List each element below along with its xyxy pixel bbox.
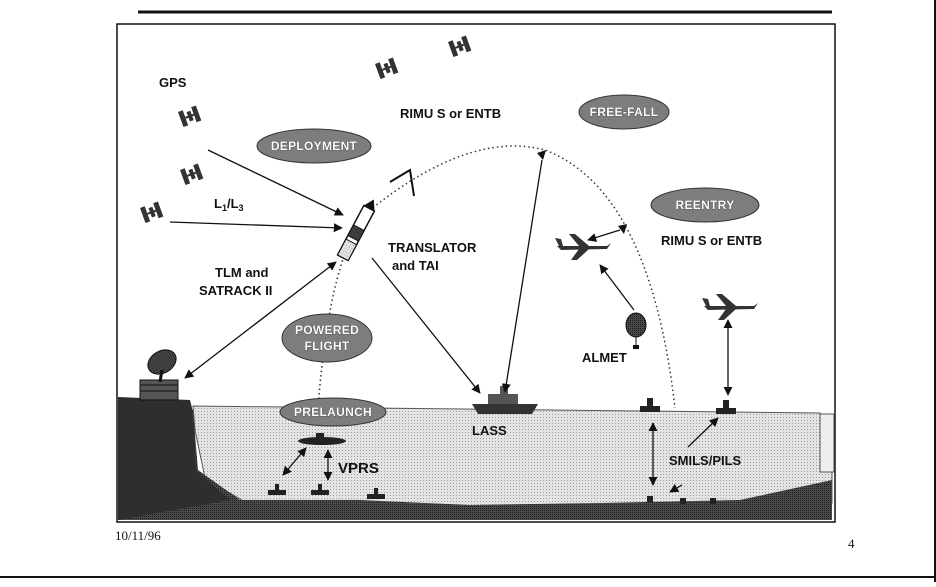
sea-interior xyxy=(205,420,815,495)
phase-freefall: FREE-FALL xyxy=(578,94,670,130)
right-shore xyxy=(819,413,835,473)
page-number: 4 xyxy=(848,536,855,551)
phase-reentry-label: REENTRY xyxy=(676,198,735,212)
lass-label: LASS xyxy=(472,423,507,438)
missile-icon xyxy=(336,199,376,262)
l1-l3-label: L1/L3 xyxy=(214,196,244,213)
footer-date: 10/11/96 xyxy=(115,528,161,543)
rv-marker-icon xyxy=(618,224,627,234)
trajectory-path xyxy=(317,145,676,409)
tlm-label-1: TLM and xyxy=(215,265,268,280)
phase-prelaunch: PRELAUNCH xyxy=(279,397,387,427)
signal-arrows xyxy=(169,149,733,493)
aircraft-icon xyxy=(555,234,758,320)
smils-label: SMILS/PILS xyxy=(669,453,742,468)
submarine-icon xyxy=(298,433,346,445)
vprs-label: VPRS xyxy=(338,460,379,477)
translator-label-2: and TAI xyxy=(392,258,439,273)
translator-label-1: TRANSLATOR xyxy=(388,240,477,255)
almet-label: ALMET xyxy=(582,350,627,365)
phase-reentry: REENTRY xyxy=(650,187,760,223)
gps-label: GPS xyxy=(159,75,187,90)
phase-powered-flight: POWERED FLIGHT xyxy=(281,313,373,363)
deployed-body-icon xyxy=(389,168,415,197)
phase-prelaunch-label: PRELAUNCH xyxy=(294,405,372,419)
phase-powered-label-2: FLIGHT xyxy=(304,339,349,353)
cliff xyxy=(118,397,230,520)
rimu-right-label: RIMU S or ENTB xyxy=(661,233,762,248)
gps-satellite-icon xyxy=(140,35,472,224)
rv-marker-icon xyxy=(537,150,546,160)
tracking-station-icon xyxy=(139,349,179,401)
phase-deployment: DEPLOYMENT xyxy=(256,128,372,164)
transponder-icon xyxy=(268,398,736,504)
balloon-icon xyxy=(625,312,647,349)
phase-deployment-label: DEPLOYMENT xyxy=(271,139,358,153)
phase-powered-label-1: POWERED xyxy=(295,323,359,337)
rimu-top-label: RIMU S or ENTB xyxy=(400,106,501,121)
phase-freefall-label: FREE-FALL xyxy=(590,105,659,119)
tlm-label-2: SATRACK II xyxy=(199,283,272,298)
